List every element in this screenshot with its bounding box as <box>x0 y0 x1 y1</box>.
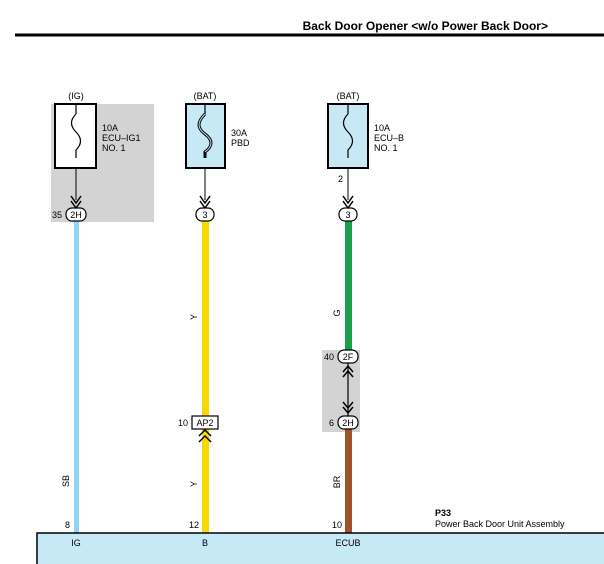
connector-arrow-icon <box>342 195 354 205</box>
connector-arrow-icon <box>342 364 354 373</box>
wire-label-g: G <box>332 309 342 316</box>
fuse-number: NO. 1 <box>374 143 398 153</box>
terminal-ig: IG <box>71 538 81 548</box>
connector-pin: 40 <box>324 352 334 362</box>
fuse-number: NO. 1 <box>102 143 126 153</box>
end-pin: 8 <box>65 520 70 530</box>
circuit-ecub: (BAT) 10A ECU–B NO. 1 2 3 G 2F 40 2H 6 B… <box>324 91 404 534</box>
connector-arrow-icon <box>199 195 211 205</box>
fuse-name: ECU–IG1 <box>102 133 141 143</box>
connector-3 <box>195 207 215 222</box>
connector-3 <box>338 207 358 222</box>
wire-label-br: BR <box>332 475 342 488</box>
source-label: (BAT) <box>194 91 217 101</box>
connector-pin: 10 <box>178 418 188 428</box>
component-name: Power Back Door Unit Assembly <box>435 519 565 529</box>
connector-label: 2F <box>343 352 354 362</box>
fuse-rating: 30A <box>231 128 247 138</box>
fuse-pin: 2 <box>338 174 343 184</box>
wire-label-y: Y <box>189 481 199 487</box>
connector-label: 3 <box>345 210 350 220</box>
fuse-icon <box>342 113 354 158</box>
terminal-ecub: ECUB <box>335 538 360 548</box>
connector-label: AP2 <box>196 418 213 428</box>
circuit-ig: (IG) 10A ECU–IG1 NO. 1 2H 35 SB 8 <box>52 91 141 534</box>
fuse-name: ECU–B <box>374 133 404 143</box>
wire-g <box>345 220 352 350</box>
connector-2h <box>65 207 87 222</box>
wire-y <box>202 220 209 534</box>
fuse-icon <box>70 113 82 158</box>
connector-label: 3 <box>202 210 207 220</box>
source-label: (BAT) <box>337 91 360 101</box>
component-code: P33 <box>435 508 451 518</box>
wire-sb <box>74 220 79 534</box>
circuit-pbd: (BAT) 30A PBD 3 Y AP2 10 Y 12 <box>178 91 250 534</box>
end-pin: 10 <box>332 520 342 530</box>
connector-arrow-icon <box>198 428 212 437</box>
end-pin: 12 <box>189 520 199 530</box>
connector-2h <box>337 415 359 430</box>
terminal-b: B <box>202 538 208 548</box>
fuse-rating: 10A <box>102 123 118 133</box>
fuse-name: PBD <box>231 138 250 148</box>
connector-arrow-icon <box>70 195 82 205</box>
wire-label-sb: SB <box>61 475 71 487</box>
fuse-rating: 10A <box>374 123 390 133</box>
diagram-title: Back Door Opener <w/o Power Back Door> <box>303 19 548 33</box>
connector-label: 2H <box>70 210 82 220</box>
connector-pin: 35 <box>52 210 62 220</box>
wire-label-y: Y <box>189 314 199 320</box>
wire-br <box>345 429 352 534</box>
connector-label: 2H <box>342 418 354 428</box>
component-box <box>36 532 604 564</box>
connector-pin: 6 <box>329 418 334 428</box>
source-label: (IG) <box>68 91 84 101</box>
